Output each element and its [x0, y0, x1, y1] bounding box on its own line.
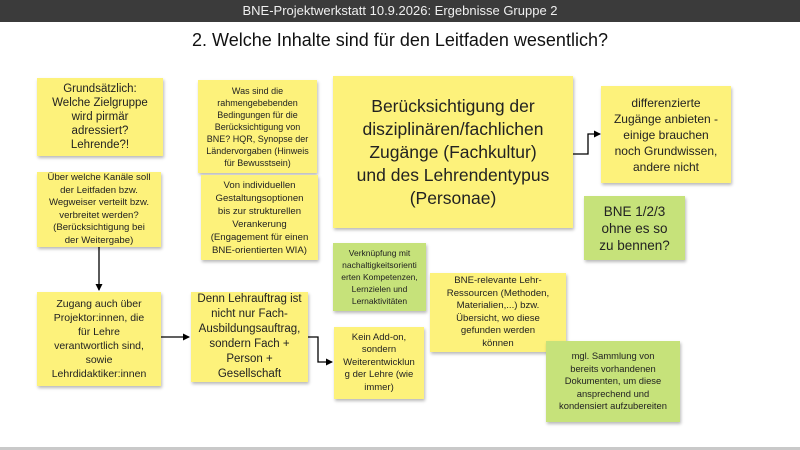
sticky-note-rahmenbedingungen[interactable]: Was sind die rahmengebebenden Bedingunge… [198, 80, 317, 173]
sticky-note-bne-stufen[interactable]: BNE 1/2/3 ohne es so zu bennen? [584, 196, 685, 260]
sticky-note-lehrauftrag[interactable]: Denn Lehrauftrag ist nicht nur Fach- Aus… [191, 292, 308, 382]
arrow-lehrauftrag-to-kein-addon [308, 336, 333, 366]
sticky-note-zugaenge-fachkultur[interactable]: Berücksichtigung der disziplinären/fachl… [333, 76, 573, 228]
sticky-note-zielgruppe[interactable]: Grundsätzlich: Welche Zielgruppe wird pi… [37, 78, 163, 156]
sticky-note-verknuepfung[interactable]: Verknüpfung mit nachaltigkeitsorienti er… [333, 243, 426, 311]
arrow-zugaenge-to-differenziert [573, 130, 601, 155]
sticky-note-ressourcen[interactable]: BNE-relevante Lehr- Ressourcen (Methoden… [430, 273, 566, 352]
bottom-divider [0, 447, 800, 450]
sticky-note-sammlung[interactable]: mgl. Sammlung von bereits vorhandenen Do… [546, 341, 680, 422]
sticky-note-differenzierte-zugaenge[interactable]: differenzierte Zugänge anbieten - einige… [601, 86, 731, 183]
sticky-note-kein-addon[interactable]: Kein Add-on, sondern Weiterentwicklun g … [334, 327, 424, 399]
sticky-note-projektoren[interactable]: Zugang auch über Projektor:innen, die fü… [37, 292, 161, 386]
sticky-note-gestaltungsoptionen[interactable]: Von individuellen Gestaltungsoptionen bi… [201, 175, 318, 260]
page-heading: 2. Welche Inhalte sind für den Leitfaden… [192, 30, 608, 50]
sticky-note-kanaele[interactable]: Über welche Kanäle soll der Leitfaden bz… [37, 172, 161, 247]
window-title: BNE-Projektwerkstatt 10.9.2026: Ergebnis… [242, 3, 558, 18]
window-title-bar: BNE-Projektwerkstatt 10.9.2026: Ergebnis… [0, 0, 800, 22]
